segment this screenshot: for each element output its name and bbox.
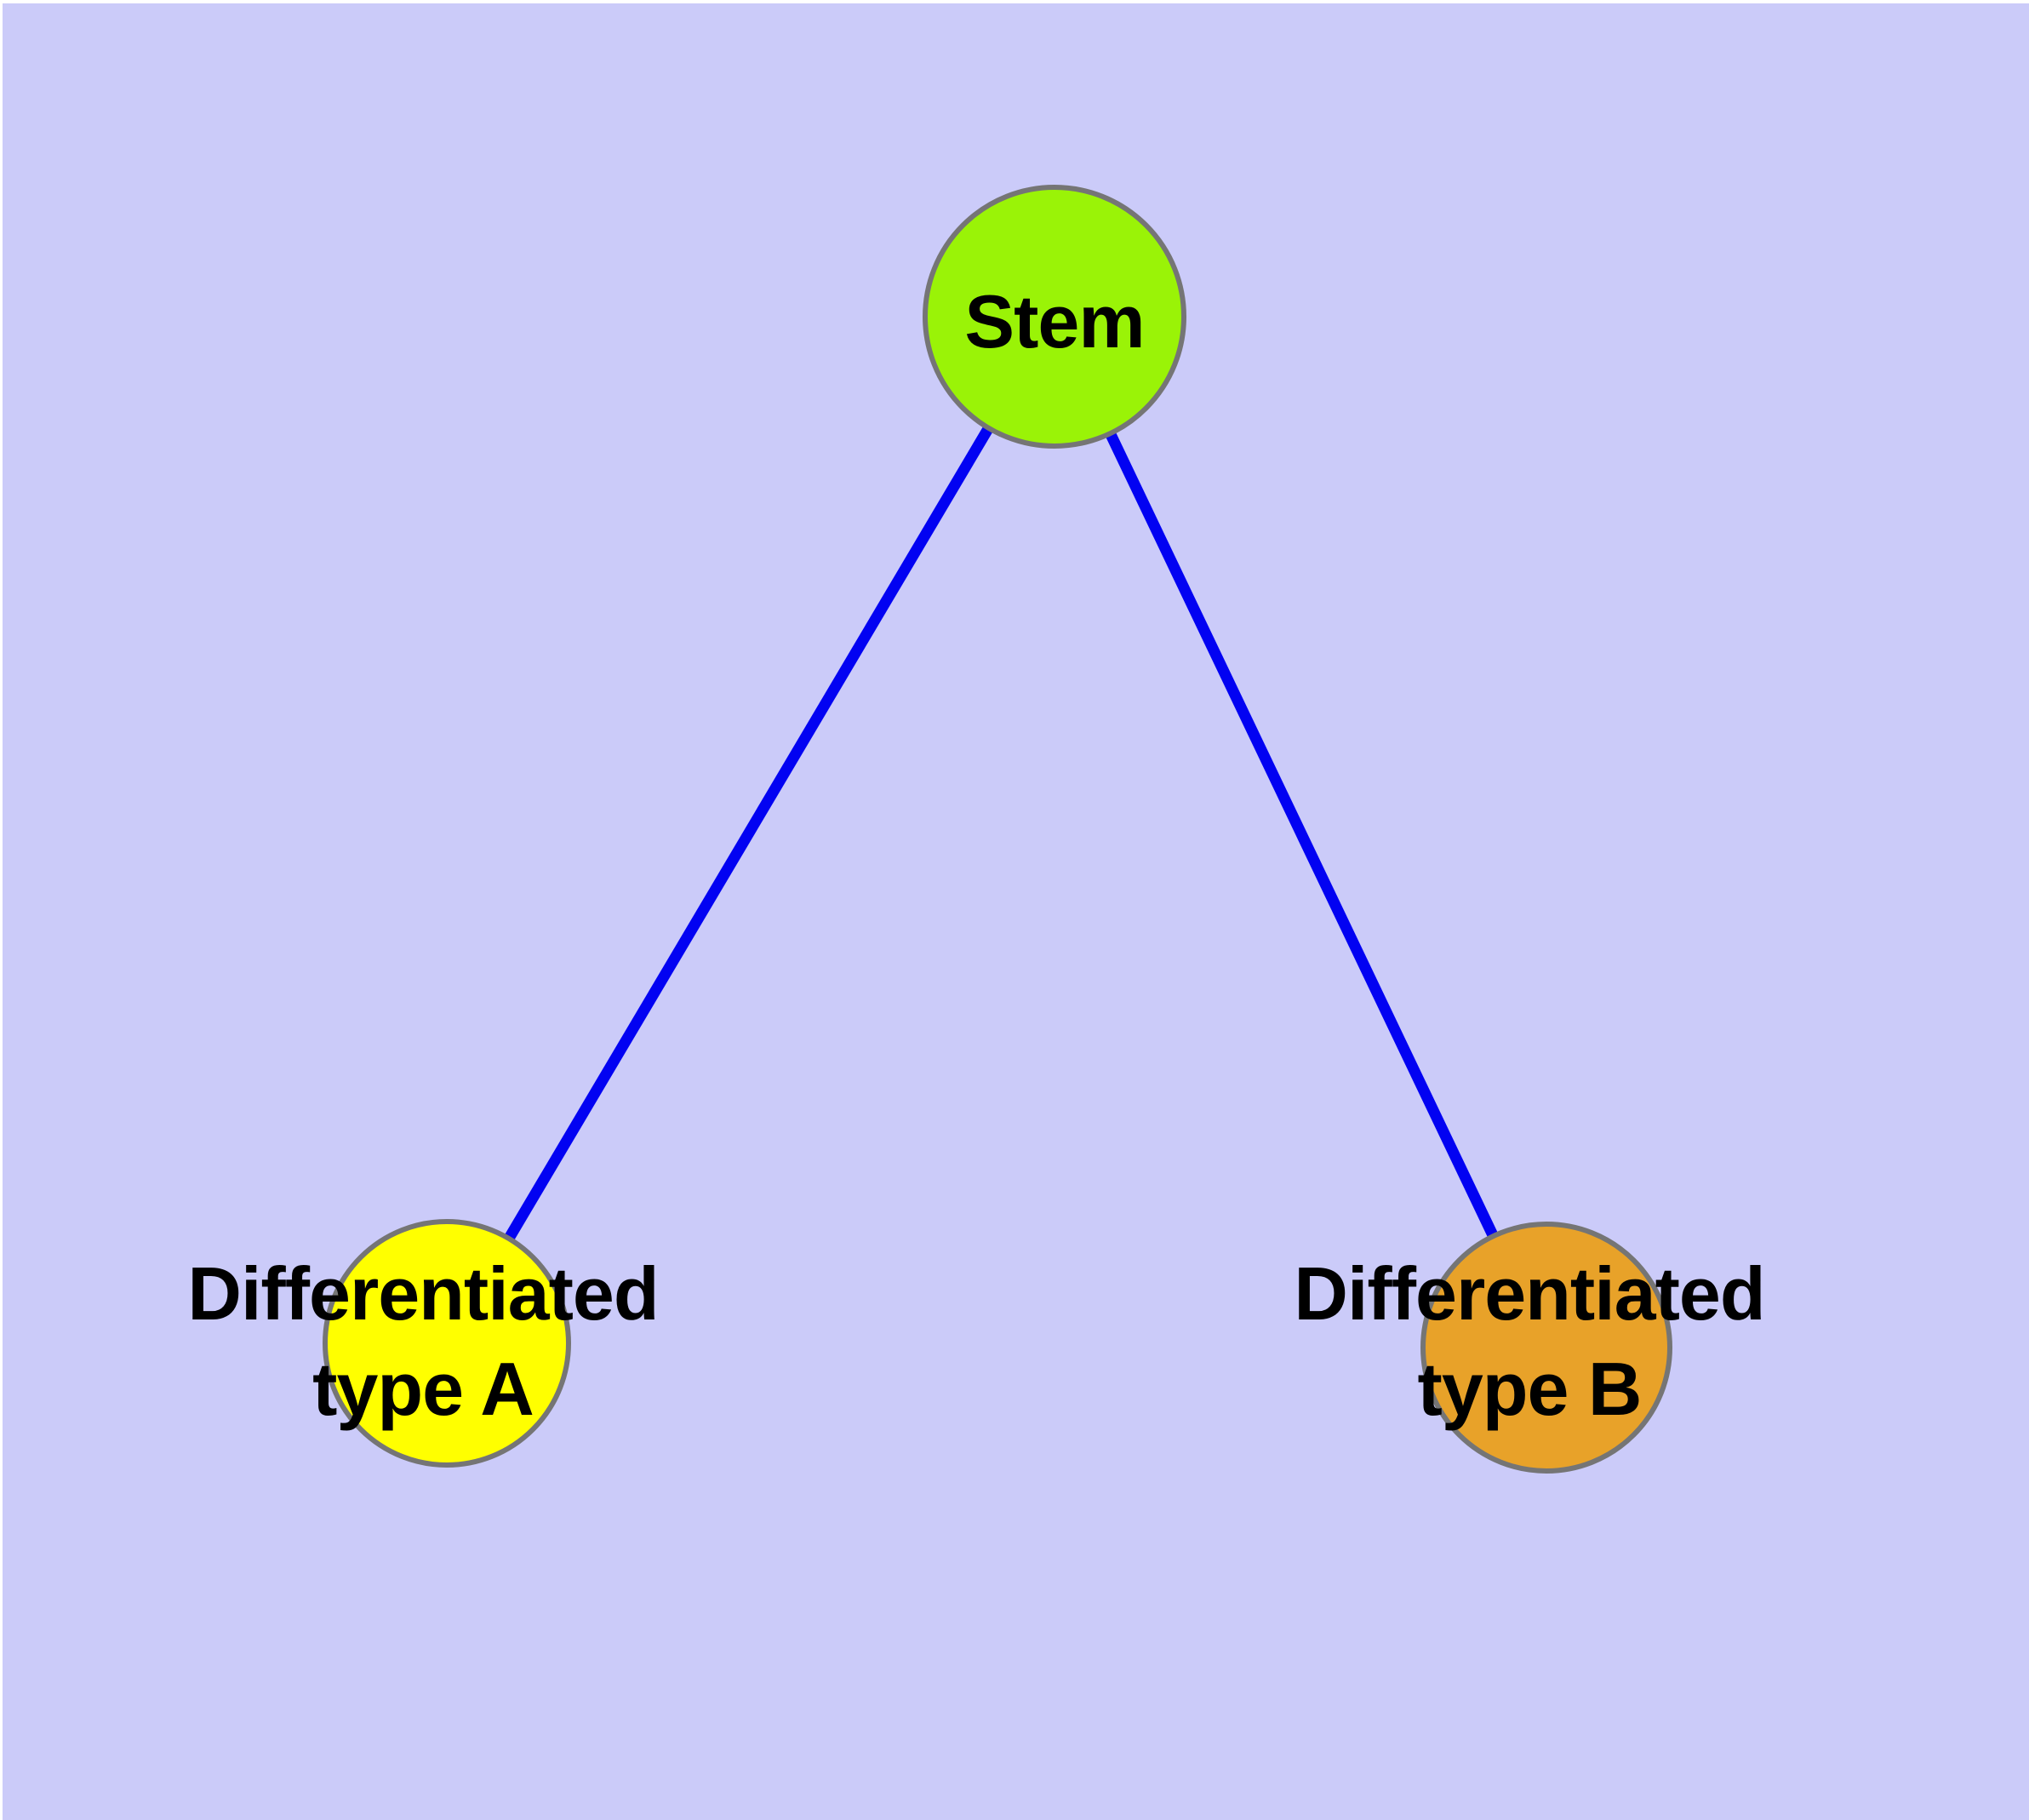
- node-label-type-a-line1: Differentiated: [187, 1251, 658, 1336]
- node-label-type-a-line2: type A: [312, 1347, 534, 1431]
- node-differentiated-type-b: [1420, 1222, 1672, 1474]
- node-label-stem: Stem: [964, 279, 1144, 363]
- edge-stem-to-type-b: [1049, 314, 1552, 1350]
- edge-stem-to-type-a: [442, 313, 1060, 1347]
- node-label-type-b-line2: type B: [1418, 1347, 1642, 1431]
- node-label-type-b-line1: Differentiated: [1294, 1251, 1764, 1336]
- node-stem: [923, 185, 1186, 449]
- node-differentiated-type-a: [323, 1219, 571, 1468]
